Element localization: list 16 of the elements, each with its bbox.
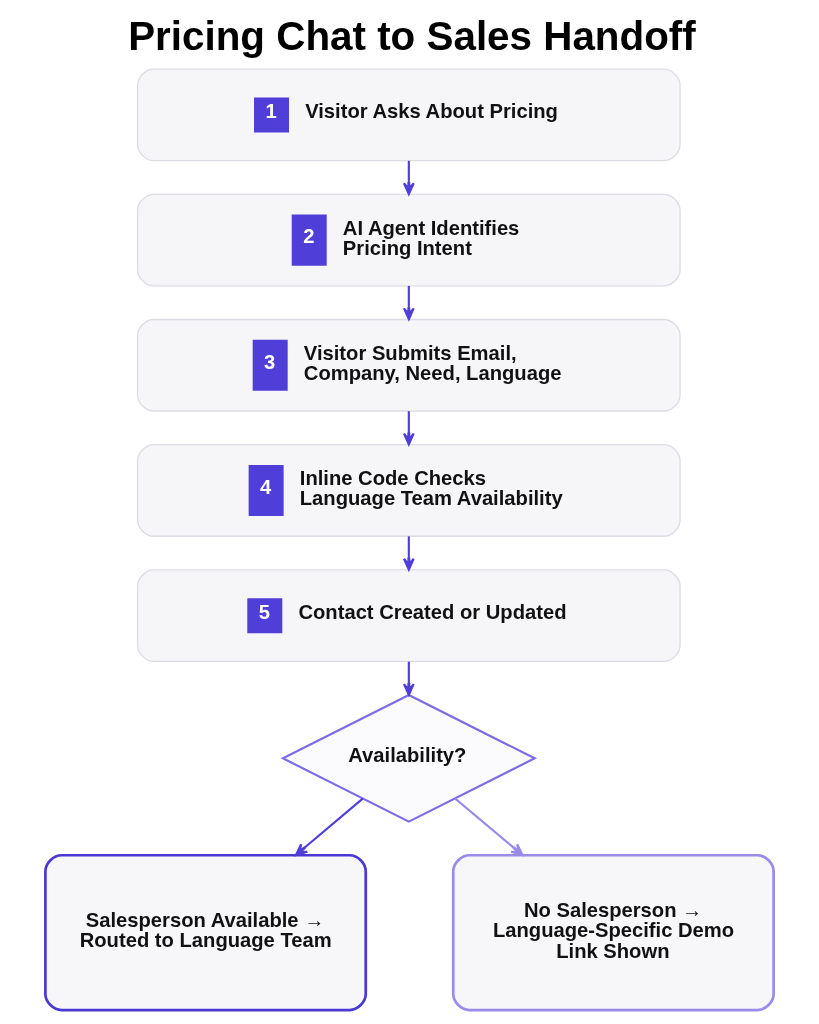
node-box: 4 Inline Code Checks Language Team Availability [136,444,681,537]
arrow [402,411,415,446]
arrow [294,797,364,857]
diagram-title: Pricing Chat to Sales Handoff [128,13,696,60]
node-diamond: Availability? [280,693,538,823]
arrow [402,661,415,696]
node-box: 2 AI Agent Identifies Pricing Intent [136,193,681,287]
arrow [402,160,415,196]
node-box: 3 Visitor Submits Email, Company, Need, Language [136,318,681,412]
arrow [402,536,415,571]
node-box: Salesperson Available → Routed to Language Team [44,853,368,1012]
arrow [402,286,415,321]
node-box: No Salesperson → Language-Specific Demo Link Shown [451,853,775,1012]
node-box: 5 Contact Created or Updated [136,569,681,663]
node-box: 1 Visitor Asks About Pricing [136,68,681,162]
arrow [454,797,524,857]
